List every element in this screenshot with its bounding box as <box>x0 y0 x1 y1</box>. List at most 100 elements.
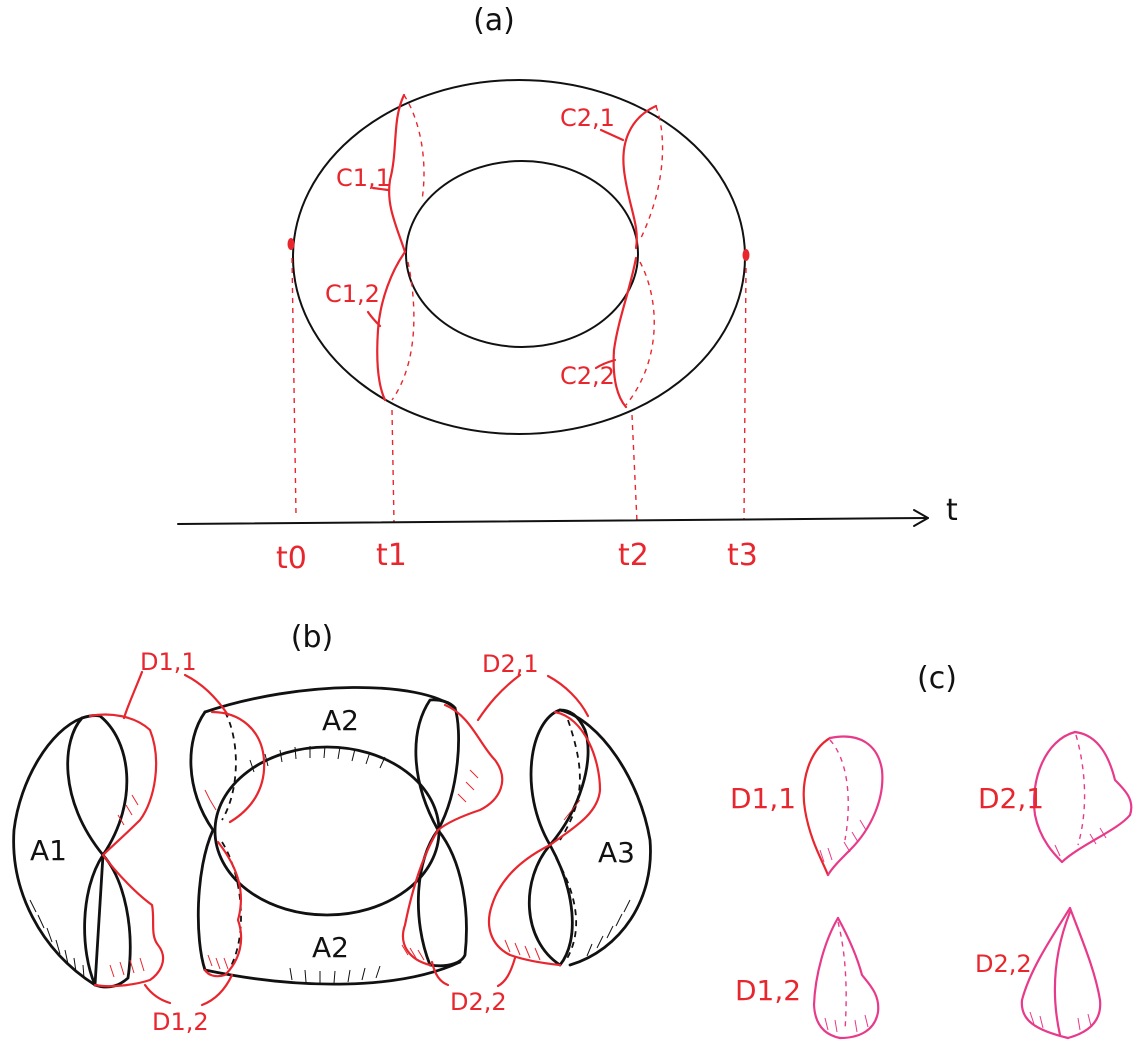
disc-c-d12-left-edge <box>812 916 842 1040</box>
label-a3: A3 <box>598 836 635 869</box>
label-b-d21: D2,1 <box>482 650 539 678</box>
disc-c-d12 <box>812 916 880 1040</box>
leader-b-d11-right <box>183 673 230 717</box>
leader-c22 <box>594 358 617 370</box>
leader-b-d21-left <box>476 673 522 722</box>
panel-b: (b) A1 <box>12 620 652 1036</box>
leader-b-d22-right <box>496 956 517 988</box>
d1-hatching-a2 <box>204 789 229 970</box>
tick-t3: t3 <box>727 538 758 573</box>
piece-a1-lower-lobe <box>83 853 132 989</box>
piece-a3-outline <box>558 708 652 967</box>
torus-inner-hole <box>405 160 639 348</box>
label-b-d11: D1,1 <box>140 648 197 676</box>
endpoint-t3-dot <box>742 249 750 261</box>
disc-c-d12-outline <box>836 916 880 1040</box>
piece-a3-hatching <box>586 899 631 957</box>
projection-t1 <box>391 409 395 524</box>
piece-a2-hole <box>213 745 441 917</box>
disc-d12-on-a2 <box>203 840 243 978</box>
t-axis-label: t <box>946 493 958 528</box>
piece-a3-lower-lobe <box>527 843 574 967</box>
piece-a2-left-hidden <box>221 711 237 821</box>
label-c-d11: D1,1 <box>730 782 796 815</box>
label-a2-top: A2 <box>322 704 359 737</box>
disc-d21-on-a2 <box>436 703 504 832</box>
label-c11: C1,1 <box>336 164 391 192</box>
curve-c21 <box>622 104 658 250</box>
curve-c12 <box>376 250 407 402</box>
piece-a3-hidden-lower <box>555 857 578 963</box>
label-c21: C2,1 <box>560 104 615 132</box>
disc-d11-on-a2 <box>210 710 266 824</box>
tick-t2: t2 <box>618 538 649 573</box>
label-a2-bottom: A2 <box>312 931 349 964</box>
curve-c11 <box>388 93 407 254</box>
disc-d22-on-a3 <box>488 843 562 967</box>
disc-d12-on-a1 <box>93 853 165 988</box>
panel-a: (a) C1,1 C1,2 C2,1 C2,2 <box>177 3 958 576</box>
projection-t3 <box>743 267 747 521</box>
label-c12: C1,2 <box>325 280 380 308</box>
piece-a3-upper-lobe <box>529 708 590 847</box>
piece-a3-hidden-upper <box>559 719 581 841</box>
piece-a2-left-upper-edge <box>189 710 215 832</box>
label-c-d12: D1,2 <box>735 974 801 1007</box>
piece-a1-upper-lobe <box>66 714 129 857</box>
disc-c-d11-outline <box>826 735 884 877</box>
panel-b-title: (b) <box>291 620 333 655</box>
leader-c11 <box>371 186 390 192</box>
disc-c-d21-outline <box>1060 730 1133 864</box>
leader-b-d12-right <box>200 973 234 1007</box>
d2-hatching-a3 <box>504 799 581 961</box>
disc-c-d21-hidden <box>1075 734 1086 846</box>
piece-a1-outline <box>12 716 105 987</box>
piece-a2-left-lower-hidden <box>221 841 242 969</box>
leader-b-d12-left <box>143 983 172 1005</box>
curve-c12-hidden <box>391 261 415 401</box>
disc-c-d11-hidden <box>829 739 849 841</box>
d1-hatching-a1 <box>109 794 145 978</box>
d2-hatching-a2 <box>401 769 479 961</box>
piece-a1-hatching <box>29 899 85 979</box>
disc-c-d22-inner-edge <box>1053 910 1072 1037</box>
curve-c11-hidden <box>403 94 425 201</box>
tick-t1: t1 <box>376 538 407 573</box>
label-b-d12: D1,2 <box>152 1008 209 1036</box>
disc-c-d11 <box>802 735 884 877</box>
piece-a2-hatching <box>249 745 386 984</box>
torus-outer-outline <box>292 79 746 435</box>
disc-d21-on-a3 <box>548 710 602 847</box>
disc-c-d22-outline <box>1066 906 1102 1040</box>
piece-a2-right-lower-lobe <box>416 828 468 968</box>
label-c-d22: D2,2 <box>975 950 1032 978</box>
panel-c: (c) D1,1 D2,1 <box>730 661 1133 1040</box>
disc-c-d22-left-edge <box>1020 906 1072 1040</box>
curve-c22 <box>612 256 638 409</box>
disc-d22-on-a2 <box>402 828 440 967</box>
curve-c22-hidden <box>625 261 655 406</box>
projection-t2 <box>631 414 638 523</box>
disc-c-d11-left-edge <box>802 736 832 877</box>
disc-c-d21-left-edge <box>1033 730 1077 864</box>
t-axis-arrowhead <box>913 509 929 527</box>
panel-c-title: (c) <box>917 661 957 696</box>
label-c-d21: D2,1 <box>978 782 1044 815</box>
disc-c-d21 <box>1033 730 1133 864</box>
disc-c-d22 <box>1020 906 1102 1040</box>
endpoint-t0-dot <box>287 238 295 250</box>
disc-d11-on-a1 <box>88 713 158 857</box>
leader-b-d11-left <box>122 670 144 720</box>
disc-c-d12-hidden <box>837 921 847 1031</box>
projection-t0 <box>291 257 297 516</box>
label-c22: C2,2 <box>560 362 615 390</box>
panel-a-title: (a) <box>473 3 515 38</box>
t-axis-line <box>177 517 929 525</box>
curve-c21-hidden <box>639 105 664 241</box>
leader-b-d22-left <box>430 960 450 987</box>
leader-c21 <box>599 128 625 142</box>
tick-t0: t0 <box>276 541 307 576</box>
label-b-d22: D2,2 <box>450 988 507 1016</box>
leader-b-d21-right <box>546 674 590 718</box>
